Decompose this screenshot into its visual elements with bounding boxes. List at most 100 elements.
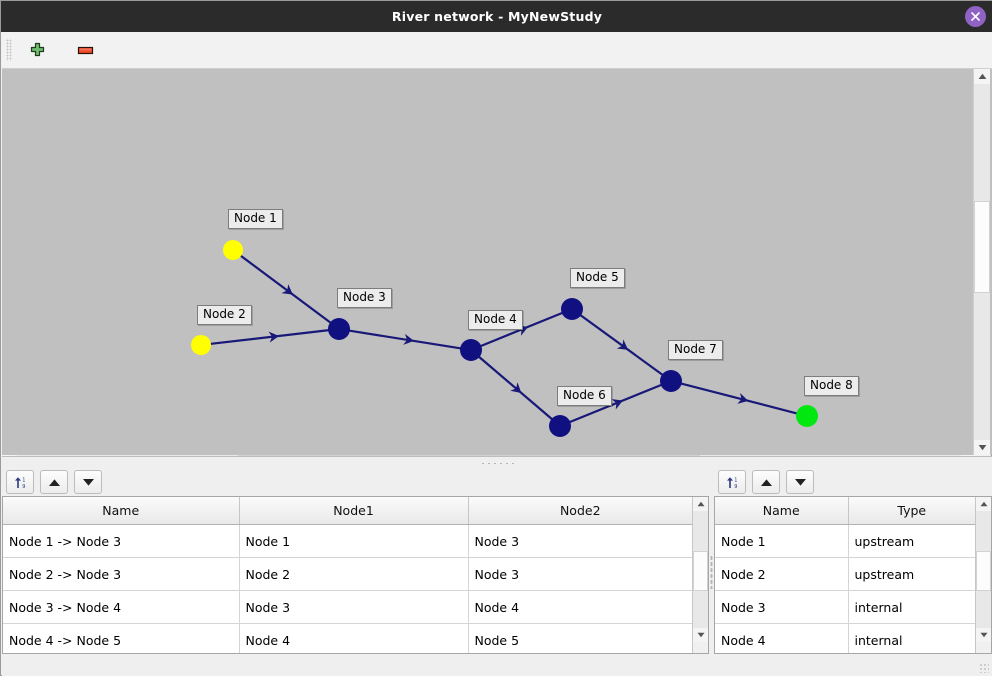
edge-Node3-Node4[interactable] <box>348 329 462 350</box>
graph-vertical-scrollbar[interactable] <box>973 69 990 455</box>
table-cell[interactable]: upstream <box>848 524 975 558</box>
node-label-node6[interactable]: Node 6 <box>557 386 612 406</box>
column-header-type[interactable]: Type <box>848 497 975 525</box>
table-cell[interactable]: Node 2 <box>239 557 469 591</box>
arrowhead <box>403 333 414 345</box>
scroll-thumb[interactable] <box>976 551 991 591</box>
sort-icon: 1 9 <box>14 476 25 490</box>
column-header-name[interactable]: Name <box>3 497 240 525</box>
table-cell[interactable]: Node 4 -> Node 5 <box>3 623 240 653</box>
table-cell[interactable]: Node 2 <box>715 557 849 591</box>
move-down-button[interactable] <box>74 470 102 494</box>
node-label-node8[interactable]: Node 8 <box>804 376 859 396</box>
horizontal-splitter[interactable] <box>2 456 992 469</box>
column-header-node1[interactable]: Node1 <box>239 497 469 525</box>
vertical-splitter[interactable] <box>709 468 714 676</box>
column-header-name[interactable]: Name <box>715 497 849 525</box>
toolbar-drag-handle[interactable] <box>6 39 12 61</box>
scroll-up-arrow[interactable] <box>976 497 991 511</box>
triangle-up-icon <box>760 478 772 486</box>
graph-node-node2[interactable] <box>191 335 211 355</box>
table-cell[interactable]: Node 3 <box>715 590 849 624</box>
move-down-button[interactable] <box>786 470 814 494</box>
edge-Node7-Node8[interactable] <box>680 382 798 415</box>
scroll-track-upper[interactable] <box>974 84 990 201</box>
table-cell[interactable]: Node 5 <box>468 623 692 653</box>
scroll-up-arrow[interactable] <box>693 497 708 511</box>
edge-Node2-Node3[interactable] <box>209 329 330 346</box>
table-cell[interactable]: Node 4 <box>468 590 692 624</box>
scroll-track-upper[interactable] <box>976 511 991 551</box>
edge-Node6-Node7[interactable] <box>568 383 663 424</box>
remove-node-button[interactable] <box>72 37 98 63</box>
table-cell[interactable]: Node 1 <box>239 524 469 558</box>
table-cell[interactable]: upstream <box>848 557 975 591</box>
table-cell[interactable]: Node 3 -> Node 4 <box>3 590 240 624</box>
table-cell[interactable]: Node 3 <box>468 524 692 558</box>
node-label-node1[interactable]: Node 1 <box>228 209 283 229</box>
scroll-down-arrow[interactable] <box>976 628 991 642</box>
move-up-button[interactable] <box>40 470 68 494</box>
scroll-track-lower[interactable] <box>976 591 991 628</box>
node-label-node3[interactable]: Node 3 <box>337 288 392 308</box>
scroll-down-arrow[interactable] <box>974 440 990 455</box>
graph-node-node7[interactable] <box>660 370 682 392</box>
graph-node-node1[interactable] <box>223 240 243 260</box>
node-label-node5[interactable]: Node 5 <box>570 268 625 288</box>
table-cell[interactable]: Node 3 <box>239 590 469 624</box>
resize-grip[interactable] <box>979 663 989 673</box>
graph-node-node4[interactable] <box>460 339 482 361</box>
table-cell[interactable]: Node 4 <box>715 623 849 653</box>
sort-icon: 1 9 <box>726 476 737 490</box>
graph-node-node6[interactable] <box>549 415 571 437</box>
node-label-node7[interactable]: Node 7 <box>668 340 723 360</box>
table-cell[interactable]: Node 1 -> Node 3 <box>3 524 240 558</box>
edge-Node4-Node6[interactable] <box>477 355 554 421</box>
scroll-track-lower[interactable] <box>693 591 708 628</box>
branch-table-scrollbar[interactable] <box>692 497 708 653</box>
scroll-up-arrow[interactable] <box>974 69 990 84</box>
edge-Node1-Node3[interactable] <box>239 254 332 324</box>
splitter-grip <box>710 555 713 589</box>
column-header-node2[interactable]: Node2 <box>468 497 692 525</box>
triangle-down-icon <box>697 632 704 638</box>
table-cell[interactable]: Node 3 <box>468 557 692 591</box>
table-cell[interactable]: Node 2 -> Node 3 <box>3 557 240 591</box>
river-network-canvas[interactable]: Node 1 Node 2 Node 3 Node 4 Node 5 Node 6 Node… <box>2 69 992 455</box>
scroll-track-lower[interactable] <box>974 293 990 440</box>
sort-button[interactable]: 1 9 <box>6 470 34 494</box>
node-label-node2[interactable]: Node 2 <box>197 305 252 325</box>
graph-node-node3[interactable] <box>328 318 350 340</box>
move-up-button[interactable] <box>752 470 780 494</box>
table-cell[interactable]: Node 1 <box>715 524 849 558</box>
scroll-thumb[interactable] <box>693 551 708 591</box>
node-table-toolbar: 1 9 <box>714 468 992 496</box>
scroll-thumb[interactable] <box>974 201 990 293</box>
node-label-node4[interactable]: Node 4 <box>468 310 523 330</box>
scroll-down-arrow[interactable] <box>693 628 708 642</box>
table-cell[interactable]: Node 4 <box>239 623 469 653</box>
scroll-track-upper[interactable] <box>693 511 708 551</box>
sort-button[interactable]: 1 9 <box>718 470 746 494</box>
edge-Node5-Node7[interactable] <box>579 313 664 377</box>
table-cell[interactable]: internal <box>848 590 975 624</box>
table-cell[interactable]: internal <box>848 623 975 653</box>
graph-node-node8[interactable] <box>796 405 818 427</box>
node-table-scrollbar[interactable] <box>975 497 991 653</box>
close-icon[interactable] <box>965 6 986 27</box>
add-node-button[interactable] <box>24 37 50 63</box>
graph-node-node5[interactable] <box>561 298 583 320</box>
plus-icon <box>30 42 44 56</box>
arrowhead <box>268 331 280 343</box>
